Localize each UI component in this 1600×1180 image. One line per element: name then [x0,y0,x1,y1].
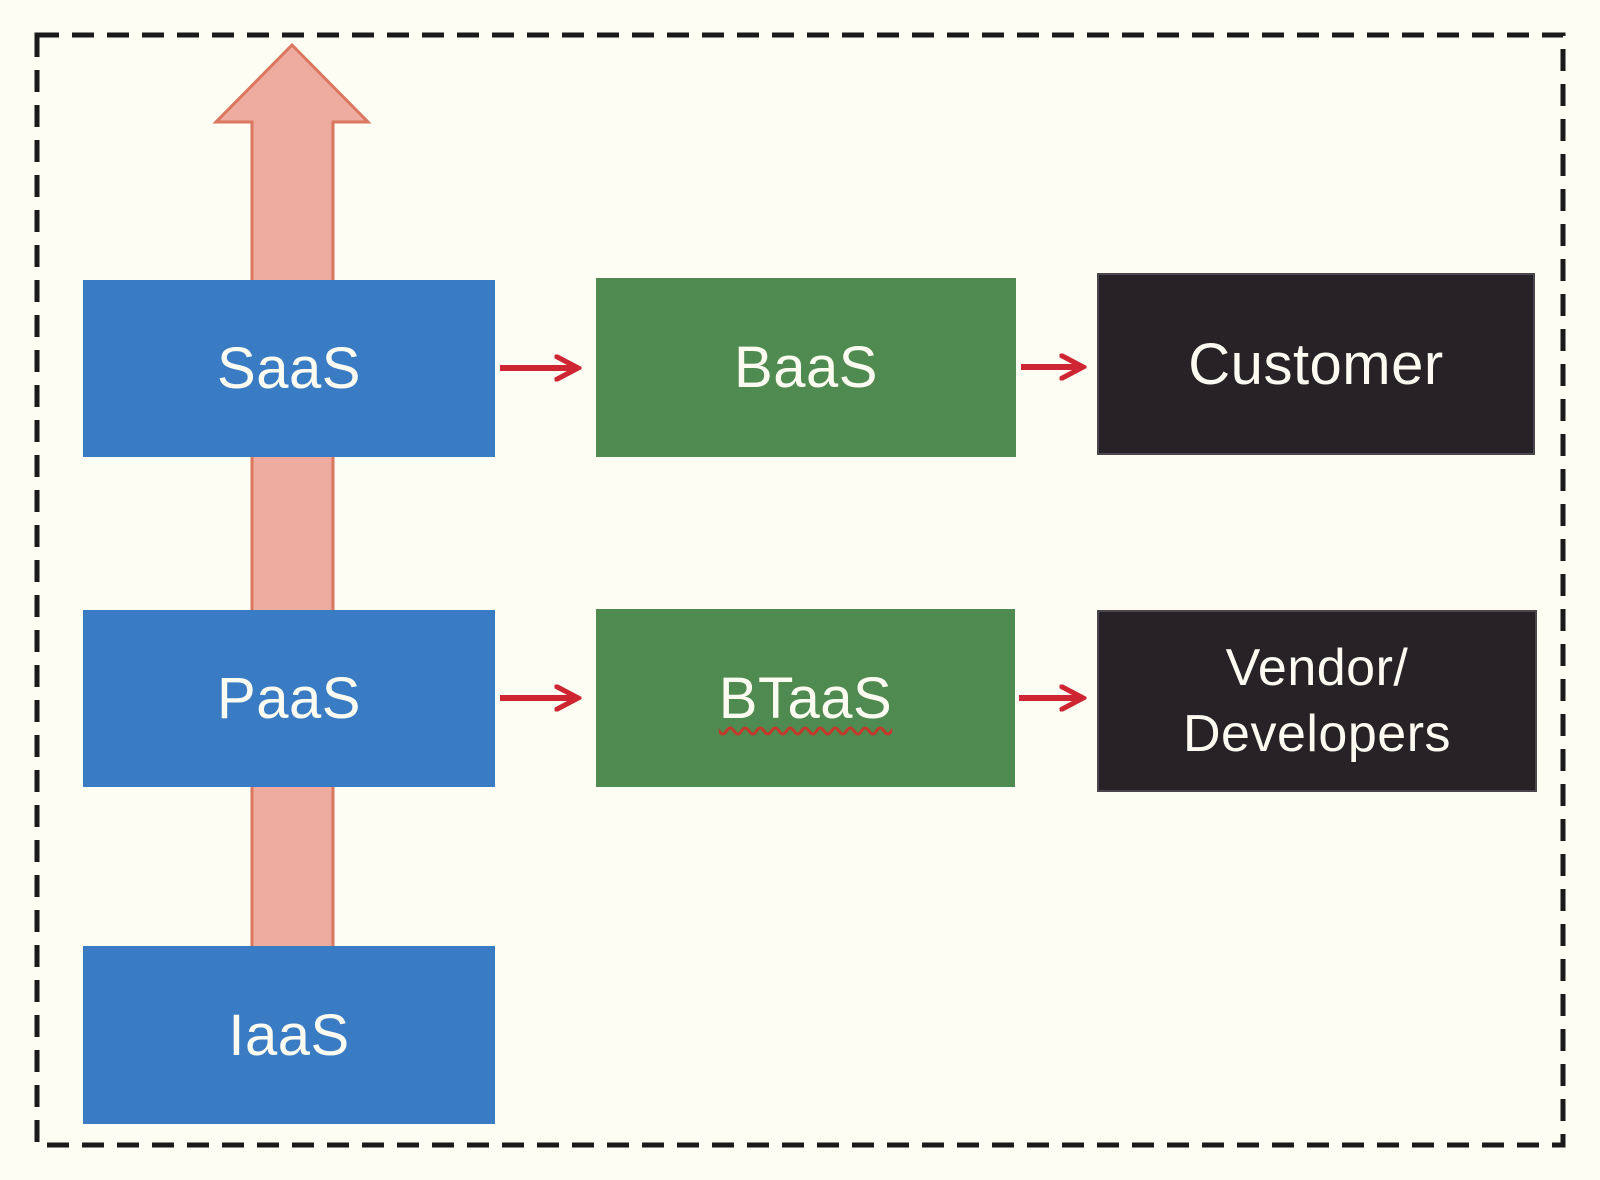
box-baas-label: BaaS [734,335,878,400]
box-saas-label: SaaS [217,336,361,401]
box-customer-label: Customer [1188,331,1444,397]
box-baas: BaaS [596,278,1016,457]
flow-arrows [500,367,1080,698]
box-btaas-label: BTaaS [718,665,893,731]
box-saas: SaaS [83,280,495,457]
up-arrow-icon [212,42,372,954]
dashed-border [34,32,1566,1148]
box-iaas-label: IaaS [228,1002,350,1068]
box-paas-label: PaaS [217,666,361,731]
box-iaas: IaaS [83,946,495,1124]
box-paas: PaaS [83,610,495,787]
box-vendor-developers: Vendor/ Developers [1097,610,1537,792]
box-vendor-developers-label: Vendor/ Developers [1182,639,1452,763]
box-customer: Customer [1097,273,1535,455]
box-btaas: BTaaS [596,609,1015,787]
